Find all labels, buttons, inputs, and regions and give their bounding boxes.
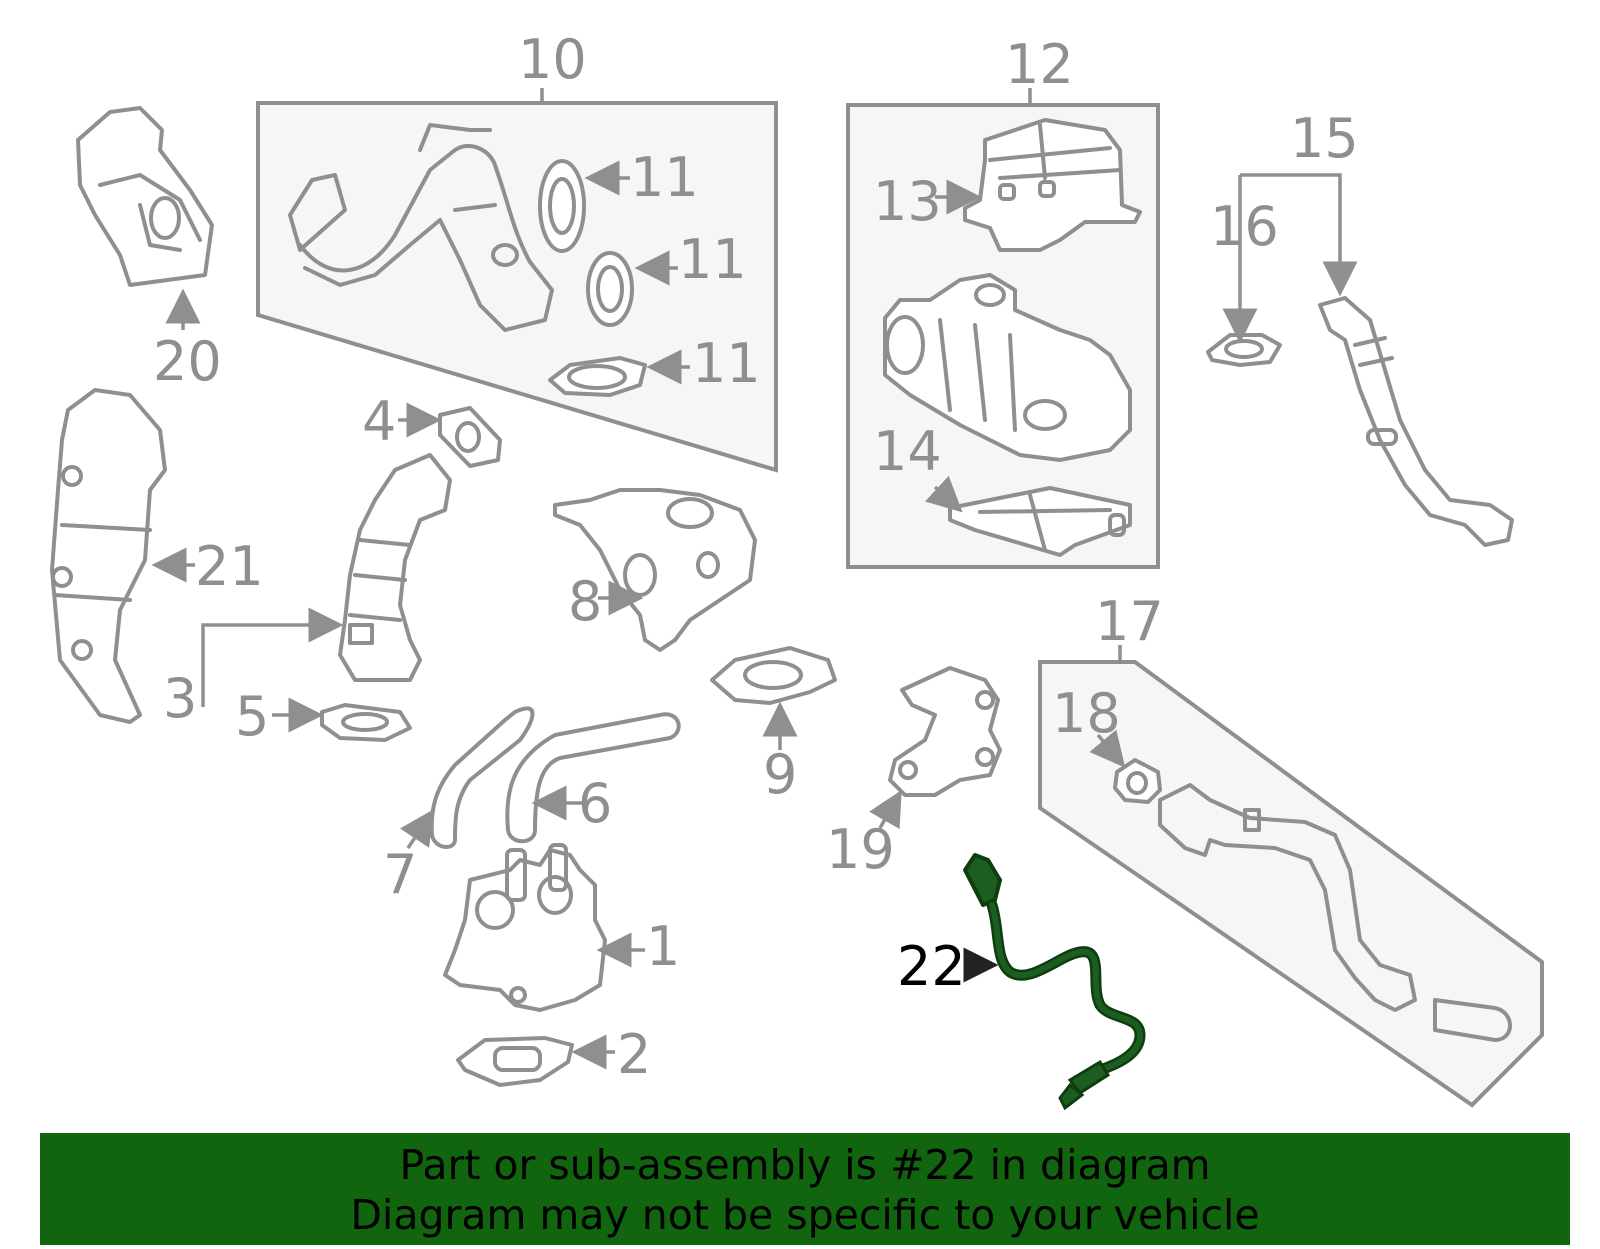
part-21-heat-shield	[50, 388, 167, 724]
callout-11b[interactable]: 11	[678, 228, 747, 291]
callout-21[interactable]: 21	[195, 535, 264, 598]
callout-16[interactable]: 16	[1210, 195, 1279, 258]
info-banner: Part or sub-assembly is #22 in diagram D…	[40, 1133, 1570, 1245]
part-22-oxygen-sensor[interactable]	[963, 853, 1146, 1111]
part-6-hose	[505, 712, 681, 844]
callout-5[interactable]: 5	[235, 685, 269, 748]
callout-14[interactable]: 14	[873, 420, 942, 483]
part-4-gasket	[438, 406, 502, 468]
callout-19[interactable]: 19	[826, 818, 895, 881]
callout-labels: 10 12 15 11 11 11 13 16 20 4 14 21 8 17 …	[153, 28, 1359, 1086]
callout-8[interactable]: 8	[568, 570, 602, 633]
callout-2[interactable]: 2	[617, 1023, 651, 1086]
callout-13[interactable]: 13	[873, 170, 942, 233]
part-17-pipe	[1158, 783, 1512, 1042]
part-2-gasket	[456, 1036, 574, 1087]
callout-18[interactable]: 18	[1052, 682, 1121, 745]
callout-17[interactable]: 17	[1095, 590, 1164, 653]
part-3-pipe	[338, 453, 452, 682]
callout-20[interactable]: 20	[153, 330, 222, 393]
callout-1[interactable]: 1	[646, 915, 680, 978]
callout-10[interactable]: 10	[518, 28, 587, 91]
part-11-gasket-a	[538, 159, 586, 253]
part-8-valve	[553, 488, 757, 652]
part-19-bracket	[888, 666, 1002, 797]
callout-9[interactable]: 9	[763, 743, 797, 806]
part-18-gasket	[1113, 758, 1162, 804]
part-20-heat-shield	[76, 106, 214, 287]
part-7-hose	[429, 706, 535, 849]
callout-11a[interactable]: 11	[630, 146, 699, 209]
part-10-pipe-assembly	[288, 123, 554, 332]
callout-7[interactable]: 7	[383, 843, 417, 906]
part-15-pipe	[1318, 296, 1514, 547]
part-12-egr-cooler	[883, 273, 1132, 462]
part-5-gasket	[320, 703, 412, 742]
callout-22[interactable]: 22	[897, 935, 966, 998]
callout-3[interactable]: 3	[163, 667, 197, 730]
callout-12[interactable]: 12	[1005, 33, 1074, 96]
banner-line-1: Part or sub-assembly is #22 in diagram	[399, 1141, 1211, 1189]
part-14-bracket-plate	[948, 486, 1132, 557]
callout-4[interactable]: 4	[362, 390, 396, 453]
group-box-17	[1038, 645, 1544, 1108]
part-9-gasket	[710, 646, 837, 705]
part-11-gasket-c	[548, 356, 647, 397]
part-16-gasket	[1206, 333, 1282, 367]
leader-arrows	[151, 160, 1358, 1070]
part-1-egr-valve	[443, 843, 607, 1012]
callout-6[interactable]: 6	[578, 772, 612, 835]
callout-15[interactable]: 15	[1290, 107, 1359, 170]
part-11-gasket-b	[586, 251, 634, 327]
callout-11c[interactable]: 11	[692, 332, 761, 395]
banner-line-2: Diagram may not be specific to your vehi…	[350, 1191, 1260, 1239]
